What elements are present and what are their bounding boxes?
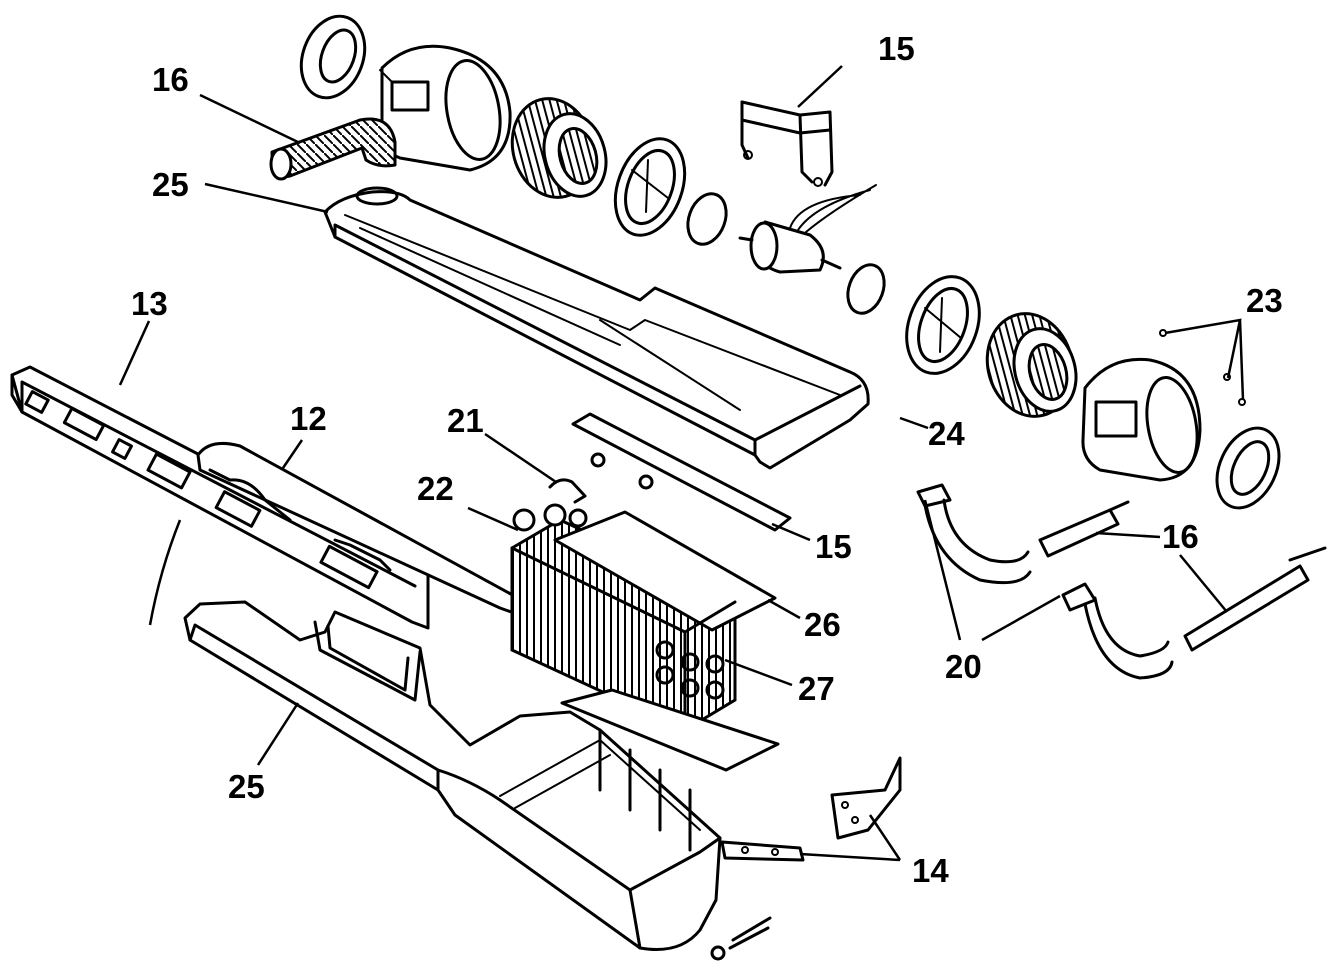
corrugated-hose-upper <box>269 117 397 181</box>
inlet-ring-right <box>905 275 981 375</box>
callout-23: 23 <box>1246 282 1283 319</box>
blower-wheel-upper <box>510 97 608 199</box>
callout-labels: 16 15 25 13 12 21 22 23 24 15 16 26 27 2… <box>131 30 1283 889</box>
blower-wheel-right <box>985 312 1078 418</box>
callout-25-lower: 25 <box>228 768 265 805</box>
evaporator-bracket <box>571 412 792 532</box>
evaporator-seal-plate <box>560 688 780 772</box>
callout-20: 20 <box>945 648 982 685</box>
callout-21: 21 <box>447 402 484 439</box>
blower-housing-upper <box>379 44 512 172</box>
evaporator-core <box>510 503 777 732</box>
callout-26: 26 <box>804 606 841 643</box>
callout-16-lower: 16 <box>1162 518 1199 555</box>
callout-13: 13 <box>131 285 168 322</box>
clip-21 <box>548 478 587 504</box>
callout-14: 14 <box>912 852 949 889</box>
seal-ring-upper <box>299 14 367 100</box>
leader-lines <box>118 65 1245 862</box>
callout-15-lower: 15 <box>815 528 852 565</box>
clamp-ring-lower <box>846 263 886 315</box>
callout-12: 12 <box>290 400 327 437</box>
lower-case-half <box>183 600 722 952</box>
pipe-16-right <box>1038 500 1327 652</box>
seal-ring-right <box>1215 426 1281 510</box>
callout-24: 24 <box>928 415 965 452</box>
callout-22: 22 <box>417 470 454 507</box>
callout-25-upper: 25 <box>152 166 189 203</box>
dash-panel <box>10 365 430 630</box>
drain-fitting <box>710 916 772 961</box>
tube-ends <box>655 640 725 700</box>
inlet-ring-upper <box>613 137 687 237</box>
blower-housing-right <box>1081 357 1202 482</box>
upper-case-half <box>323 186 870 470</box>
clamp-ring-upper <box>686 192 728 246</box>
callout-15-upper: 15 <box>878 30 915 67</box>
motor-mount-bracket <box>740 100 834 187</box>
blower-motor <box>738 184 877 274</box>
mounting-bracket-14 <box>720 756 902 862</box>
callout-16-upper: 16 <box>152 61 189 98</box>
hose-assembly-20 <box>916 483 1174 680</box>
callout-27: 27 <box>798 670 835 707</box>
